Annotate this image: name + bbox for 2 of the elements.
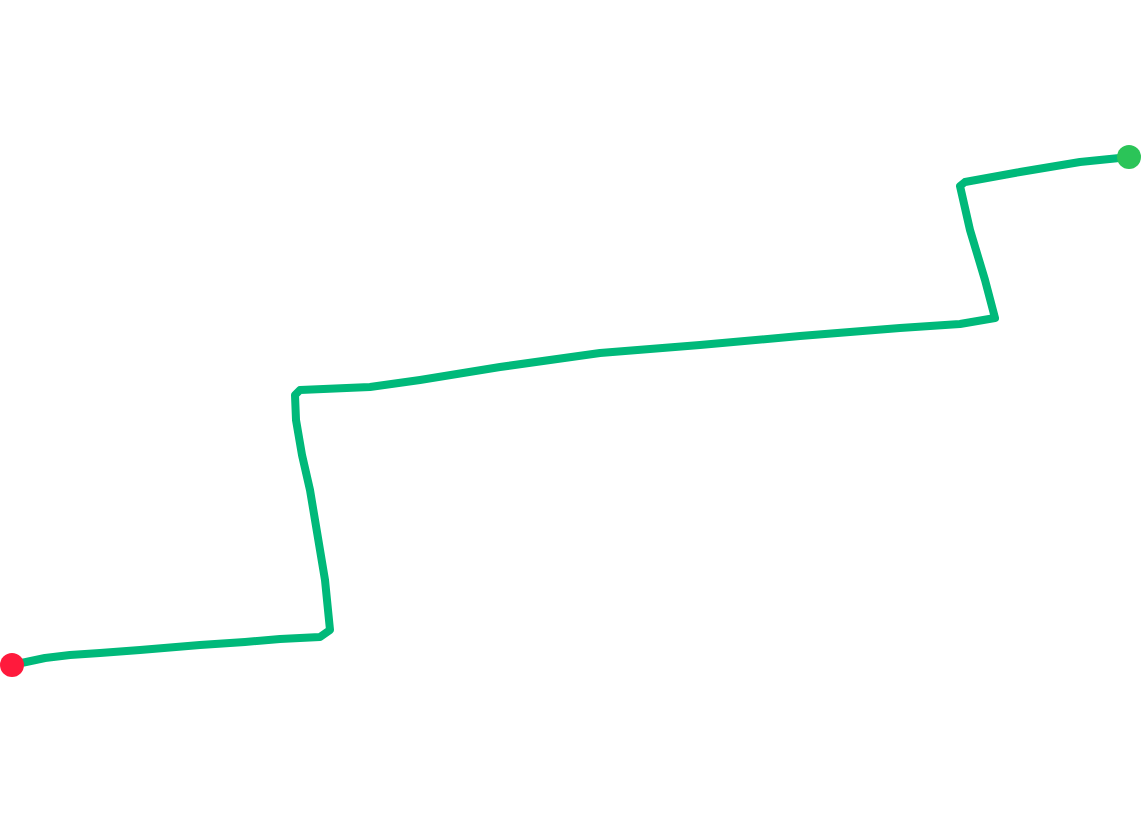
start-point xyxy=(0,653,24,677)
end-point xyxy=(1117,145,1141,169)
